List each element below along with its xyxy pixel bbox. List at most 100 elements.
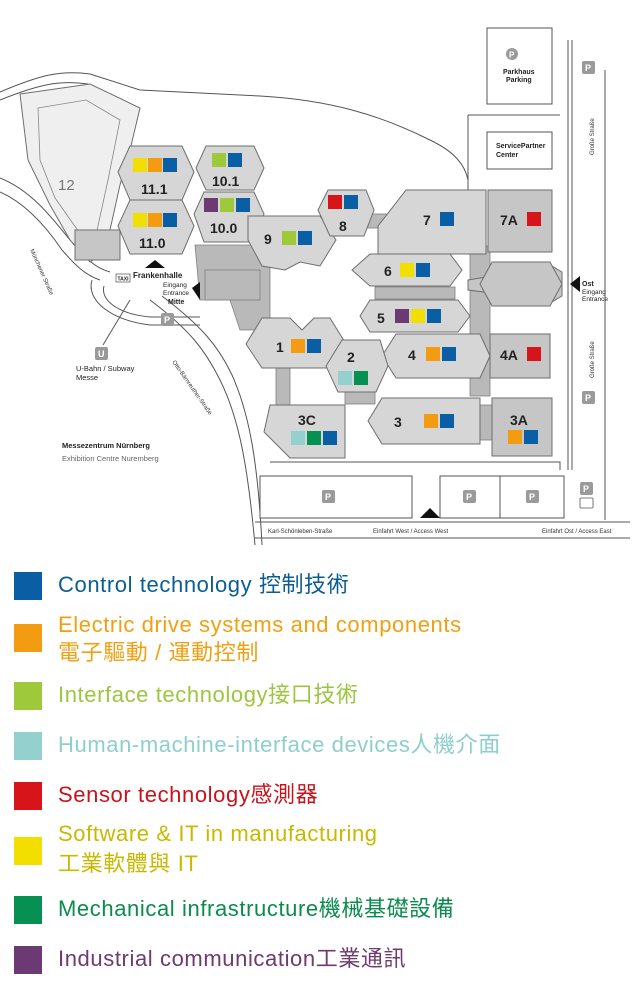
parking-marker-south-3 <box>526 490 539 503</box>
hall-1-control-square <box>307 339 321 353</box>
hall-5-label: 5 <box>377 310 385 326</box>
parking-marker-south-1-label: P <box>325 492 331 502</box>
legend-label-communication: Industrial communication工業通訊 <box>58 946 407 971</box>
taxi-sign <box>115 273 131 283</box>
hall-10-0-communication-square <box>204 198 218 212</box>
parking-marker-east-2 <box>582 391 595 404</box>
hall-8-label: 8 <box>339 218 347 234</box>
corridor-west-mid <box>204 269 261 301</box>
parking-marker-south-4-label: P <box>583 484 589 494</box>
muenchener-road-inner <box>0 191 101 281</box>
hall-11-0-software-square <box>133 213 147 227</box>
hall-1-electric-square <box>291 339 305 353</box>
street-karl: Karl-Schönleben-Straße <box>268 529 333 535</box>
hall-3a-control-square <box>524 430 538 444</box>
legend-swatch-control <box>14 572 42 600</box>
parking-marker-loop <box>161 313 174 326</box>
hall-7a <box>487 189 553 253</box>
hall-8-sensor-square <box>328 195 342 209</box>
exhibition-centre-label: Exhibition Centre Nuremberg <box>62 454 159 463</box>
hall-4-electric-square <box>426 347 440 361</box>
hall-3-control-square <box>440 414 454 428</box>
hall-1-label: 1 <box>276 339 284 355</box>
street-access-west: Einfahrt West / Access West <box>373 529 448 535</box>
hall-9-interface-square <box>282 231 296 245</box>
access-west-arrow <box>420 508 440 518</box>
legend-label-electric-zh: 電子驅動 / 運動控制 <box>58 640 259 665</box>
ost-entrance-block <box>479 261 563 307</box>
service-partner-label: ServicePartner <box>496 143 546 150</box>
hall-8-control-square <box>344 195 358 209</box>
hall-6-control-square <box>416 263 430 277</box>
service-partner-building <box>486 131 553 170</box>
messe-label: Messe <box>76 373 98 382</box>
hall-3a <box>491 397 553 457</box>
parking-marker-south-4 <box>580 482 593 495</box>
parkhaus-p-icon <box>506 48 518 60</box>
frankenhalle-arrow <box>145 260 165 268</box>
hall-5-software-square <box>411 309 425 323</box>
parking-marker-south-3-label: P <box>529 492 535 502</box>
messezentrum-label: Messezentrum Nürnberg <box>62 441 150 450</box>
legend-label-electric: Electric drive systems and components <box>58 612 462 637</box>
entrance-mitte-label: Entrance <box>163 290 189 297</box>
hall-10-1-control-square <box>228 153 242 167</box>
hall-2-mechanical-square <box>354 371 368 385</box>
ost-entrance-arrow <box>570 276 580 292</box>
hall-11-1-label: 11.1 <box>141 181 168 197</box>
legend-swatch-interface <box>14 682 42 710</box>
legend-label-control: Control technology 控制技術 <box>58 572 350 597</box>
hall-3c-label: 3C <box>298 412 316 428</box>
legend-swatch-communication <box>14 946 42 974</box>
legend-swatch-hmi <box>14 732 42 760</box>
hall-5-communication-square <box>395 309 409 323</box>
parkhaus-building <box>486 27 553 105</box>
frankenhalle-label: Frankenhalle <box>133 271 183 280</box>
hall-11-0-control-square <box>163 213 177 227</box>
hall-7-control-square <box>440 212 454 226</box>
hall-6-label: 6 <box>384 263 392 279</box>
parkhaus-label: Parkhaus <box>503 69 535 76</box>
street-grosse-north: Große Straße <box>590 118 596 155</box>
street-muenchener: Münchener Straße <box>28 248 54 296</box>
parking-marker-loop-label: P <box>164 315 170 325</box>
hall-7 <box>377 189 487 255</box>
exhibition-site-map: 12 P Parkhaus Parking ServicePartner Cen… <box>0 27 630 546</box>
hall-3-label: 3 <box>394 414 402 430</box>
legend-label-interface: Interface technology接口技術 <box>58 682 359 707</box>
parking-marker-south-1 <box>322 490 335 503</box>
parking-marker-east-2-label: P <box>585 393 591 403</box>
hall-3c-hmi-square <box>291 431 305 445</box>
ubahn-icon-label: U <box>98 349 105 359</box>
hall-7-label: 7 <box>423 212 431 228</box>
hall-3-electric-square <box>424 414 438 428</box>
legend-label-software-zh: 工業軟體與 IT <box>58 851 199 876</box>
hall-11-1-software-square <box>133 158 147 172</box>
otto-road <box>149 299 256 546</box>
mitte-label: Mitte <box>168 299 184 306</box>
parking-marker-east-1 <box>582 61 595 74</box>
loop-road <box>90 279 200 326</box>
hall-4a-label: 4A <box>500 347 518 363</box>
hall-6-software-square <box>400 263 414 277</box>
outer-road-northwest-inner <box>0 82 89 101</box>
legend-label-software: Software & IT in manufacturing <box>58 821 378 846</box>
service-partner-center-label: Center <box>496 152 518 159</box>
hall-11-1-control-square <box>163 158 177 172</box>
site-border-south <box>270 461 561 470</box>
hall-4-control-square <box>442 347 456 361</box>
eingang-mitte-label: Eingang <box>163 282 187 289</box>
hall-11-0-label: 11.0 <box>139 235 166 251</box>
outer-road-northwest <box>0 72 469 181</box>
ost-label: Ost <box>582 281 594 288</box>
parking-marker-south-2-label: P <box>466 492 472 502</box>
hall-9-label: 9 <box>264 231 272 247</box>
hall-11-1-electric-square <box>148 158 162 172</box>
legend-swatch-software <box>14 837 42 865</box>
parkhaus-p-icon-letter: P <box>509 51 515 60</box>
hall-12-annex <box>74 229 121 261</box>
hall-10-0-label: 10.0 <box>210 220 237 236</box>
hall-3c-control-square <box>323 431 337 445</box>
hall-9-control-square <box>298 231 312 245</box>
legend-swatch-sensor <box>14 782 42 810</box>
